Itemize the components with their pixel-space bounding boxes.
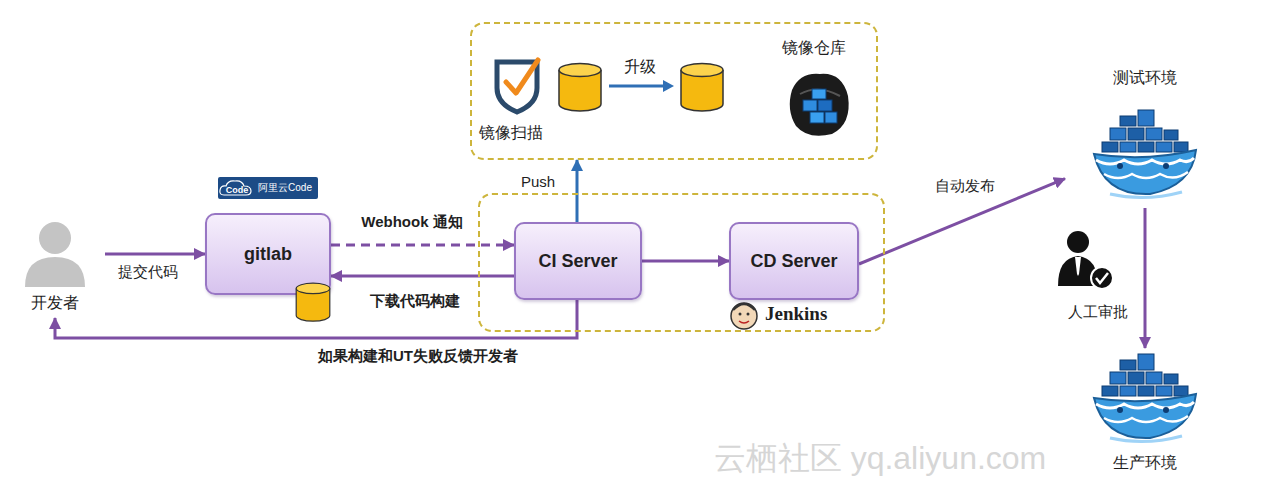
- image-cylinder: [559, 64, 601, 112]
- edge-label: 人工审批: [1065, 303, 1131, 322]
- jenkins-logo: [739, 313, 742, 316]
- prod-env-docker: [1094, 354, 1196, 442]
- node-label: gitlab: [244, 244, 292, 265]
- node-label: 开发者: [31, 293, 79, 314]
- aliyun-code-logo: [218, 177, 318, 199]
- registry-icon: [790, 74, 849, 136]
- connector-arrow: [331, 244, 514, 247]
- upgraded-image-cylinder: [681, 64, 723, 112]
- prod-env-docker: [1094, 354, 1196, 442]
- edge-label: 自动发布: [932, 177, 998, 196]
- jenkins-logo: [731, 303, 757, 329]
- arrow-label: 升级: [624, 57, 656, 78]
- developer-icon: [25, 257, 85, 287]
- test-env-docker: [1094, 110, 1196, 198]
- image-scan-shield: [506, 60, 538, 93]
- environment-node: 测试环境: [1085, 68, 1205, 208]
- approver-icon: [1096, 273, 1108, 283]
- registry-icon: [818, 100, 832, 111]
- approver-icon: [1058, 231, 1113, 289]
- node-label: CD Server: [750, 251, 837, 272]
- process-box: CD Server: [729, 222, 859, 300]
- logo-text: Code: [226, 185, 249, 195]
- node-label: CI Server: [538, 251, 617, 272]
- upgraded-image-cylinder: [681, 64, 723, 112]
- node-label: 生产环境: [1113, 453, 1177, 474]
- upgrade-arrow: [609, 80, 674, 92]
- watermark: 云栖社区 yq.aliyun.com: [714, 437, 1047, 481]
- approver-icon: [1067, 231, 1089, 253]
- logo-text: 阿里云Code: [258, 181, 312, 195]
- process-box: CI Server: [514, 222, 642, 300]
- jenkins-logo: [733, 304, 755, 310]
- edge-label: Push: [518, 173, 558, 190]
- edge-label: Webhook 通知: [358, 213, 465, 232]
- edge-label: 提交代码: [115, 263, 181, 282]
- group-title: 镜像仓库: [782, 38, 846, 59]
- approver-icon: [1091, 267, 1113, 289]
- connector-arrow: [331, 275, 514, 278]
- upgrade-arrow: [663, 80, 674, 92]
- registry-icon: [825, 112, 837, 123]
- developer-icon: [39, 222, 71, 254]
- registry-icon: [810, 112, 824, 123]
- test-env-docker: [1094, 110, 1196, 198]
- process-box: gitlab: [205, 213, 331, 295]
- edge-label: 如果构建和UT失败反馈开发者: [315, 347, 521, 366]
- registry-icon: [790, 74, 849, 136]
- group-title: Jenkins: [765, 303, 827, 325]
- node-label: 测试环境: [1113, 68, 1177, 89]
- edge-label: 下载代码构建: [367, 292, 463, 311]
- jenkins-logo: [747, 313, 750, 316]
- connector-arrow: [642, 260, 729, 263]
- group-box: Jenkins CI Server CD Server: [478, 193, 885, 332]
- jenkins-logo: [731, 303, 757, 329]
- connector-arrow: [105, 253, 205, 256]
- connector-arrow: [1144, 208, 1147, 348]
- image-cylinder: [559, 64, 601, 112]
- registry-icon: [803, 100, 817, 111]
- approver-icon: [1075, 257, 1081, 276]
- connector-arrow: [55, 300, 577, 338]
- upgrade-arrow: [609, 85, 666, 88]
- developer-icon: [25, 222, 85, 287]
- aliyun-code-logo: [220, 181, 251, 195]
- aliyun-code-logo: [218, 177, 318, 199]
- environment-node: 生产环境: [1085, 348, 1205, 474]
- jenkins-logo: [739, 321, 749, 323]
- registry-icon: [812, 89, 826, 99]
- connector-arrow: [576, 160, 579, 222]
- image-scan-shield: [497, 60, 538, 112]
- developer-node: 开发者: [15, 214, 95, 314]
- icon-caption: 镜像扫描: [479, 123, 543, 144]
